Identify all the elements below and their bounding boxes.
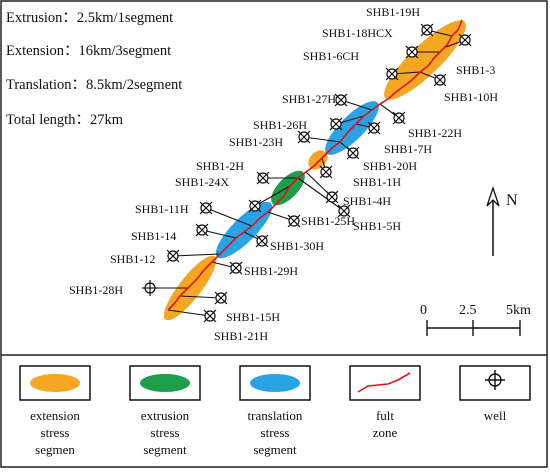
well-label-shb1-5h: SHB1-5H [353, 219, 401, 233]
well-label-shb1-4h: SHB1-4H [343, 194, 391, 208]
legend-swatch-extension [30, 374, 80, 392]
scale-label-2-5: 2.5 [459, 303, 477, 318]
well-marker-shb1-2h [256, 171, 270, 185]
well-label-shb1-23h: SHB1-23H [229, 135, 283, 149]
well-line-shb1-21h [167, 309, 211, 317]
well-marker-shb1-20h [346, 146, 360, 160]
well-label-shb1-27h: SHB1-27H [282, 92, 336, 106]
well-label-shb1-18hcx: SHB1-18HCX [322, 26, 393, 40]
well-label-shb1-29h: SHB1-29H [244, 264, 298, 278]
legend-swatch-translation [250, 374, 300, 392]
segment-extension-mid [308, 150, 328, 170]
well-label-shb1-26h: SHB1-26H [253, 118, 307, 132]
well-marker-shb1-11h [199, 201, 213, 215]
well-label-shb1-19h: SHB1-19H [366, 5, 420, 19]
legend-swatch-well [485, 370, 505, 390]
stat-total-length: Total length：27km [6, 112, 124, 128]
well-label-shb1-30h: SHB1-30H [270, 239, 324, 253]
well-labels: SHB1-19H SHB1-18HCX SHB1-3 SHB1-6CH SHB1-10H… [69, 5, 498, 343]
well-marker-shb1-21h [203, 309, 217, 323]
well-label-shb1-14: SHB1-14 [131, 229, 176, 243]
well-marker-shb1-1h [319, 165, 333, 179]
well-label-shb1-1h: SHB1-1H [353, 175, 401, 189]
well-marker-shb1-15h [214, 291, 228, 305]
well-marker-shb1-3 [458, 33, 472, 47]
well-marker-shb1-4h [325, 190, 339, 204]
well-marker-shb1-22h [392, 111, 406, 125]
well-marker-shb1-18hcx [405, 45, 419, 59]
legend-swatch-extrusion [140, 374, 190, 392]
well-line-shb1-15h [179, 295, 222, 299]
well-label-shb1-20h: SHB1-20H [363, 159, 417, 173]
well-line-shb1-23h [303, 136, 341, 143]
well-label-shb1-3: SHB1-3 [456, 63, 495, 77]
stats-block: Extrusion：2.5km/1segment Extension：16km/… [6, 10, 182, 128]
well-marker-shb1-27h [334, 93, 348, 107]
well-line-shb1-11h [205, 207, 253, 227]
well-marker-shb1-7h [367, 121, 381, 135]
well-label-shb1-15h: SHB1-15H [226, 310, 280, 324]
well-label-shb1-2h: SHB1-2H [196, 159, 244, 173]
fault-zone-line [167, 19, 463, 311]
well-label-shb1-22h: SHB1-22H [408, 126, 462, 140]
scale-bar: 0 2.5 5km [420, 303, 531, 336]
well-marker-shb1-5h [337, 204, 351, 218]
well-line-shb1-24x [254, 185, 291, 207]
well-label-shb1-7h: SHB1-7H [384, 142, 432, 156]
well-line-shb1-5h [297, 177, 345, 212]
well-line-shb1-12 [172, 253, 221, 257]
scale-label-0: 0 [420, 303, 427, 318]
well-label-shb1-21h: SHB1-21H [214, 329, 268, 343]
stat-extension: Extension：16km/3segment [6, 43, 171, 59]
well-markers [142, 23, 472, 323]
legend-swatch-fault [357, 372, 411, 393]
scale-label-5km: 5km [506, 303, 531, 318]
legend-label-4: well [484, 408, 507, 423]
well-label-shb1-24x: SHB1-24X [175, 175, 229, 189]
well-label-shb1-12: SHB1-12 [110, 252, 155, 266]
well-marker-shb1-14 [195, 223, 209, 237]
well-label-shb1-11h: SHB1-11H [135, 202, 189, 216]
stat-extrusion: Extrusion：2.5km/1segment [6, 10, 173, 26]
segment-extension-ne [384, 20, 466, 100]
north-arrow: N [486, 185, 518, 256]
well-line-shb1-14 [201, 229, 237, 239]
well-marker-shb1-10h [433, 73, 447, 87]
well-label-shb1-6ch: SHB1-6CH [303, 49, 359, 63]
well-marker-shb1-12 [166, 249, 180, 263]
well-marker-shb1-6ch [385, 67, 399, 81]
well-marker-shb1-24x [248, 199, 262, 213]
well-marker-shb1-25h [287, 214, 301, 228]
well-marker-shb1-19h [420, 23, 434, 37]
well-marker-shb1-23h [297, 130, 311, 144]
legend-box-fault [349, 365, 421, 401]
well-label-shb1-25h: SHB1-25H [301, 214, 355, 228]
stat-translation: Translation：8.5km/2segment [6, 77, 182, 93]
well-marker-shb1-28h [142, 280, 158, 296]
well-label-shb1-10h: SHB1-10H [444, 90, 498, 104]
well-marker-shb1-29h [229, 261, 243, 275]
well-label-shb1-28h: SHB1-28H [69, 283, 123, 297]
north-label: N [506, 192, 518, 209]
well-marker-shb1-26h [329, 117, 343, 131]
well-marker-shb1-30h [255, 234, 269, 248]
